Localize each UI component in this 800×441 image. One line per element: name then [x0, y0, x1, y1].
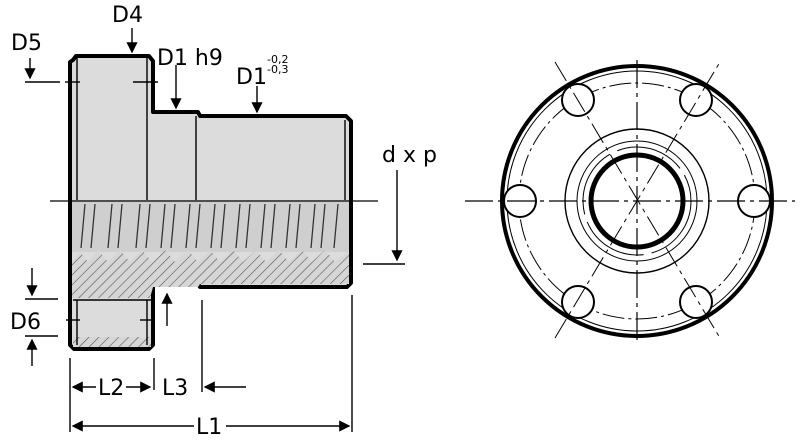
label-d4: D4 — [112, 3, 143, 28]
inner-lines — [73, 58, 346, 345]
bolt-hole — [679, 285, 713, 319]
label-d1-h9: D1 h9 — [157, 46, 223, 71]
label-dxp: d x p — [382, 143, 437, 168]
side-view: D5 D4 D1 h9 D1 -0,2 -0,3 d x p D6 L2 L3 — [10, 3, 437, 440]
thread-section — [72, 200, 349, 252]
label-d5: D5 — [11, 31, 42, 56]
bolt-hole — [679, 83, 713, 117]
bore-d6 — [73, 300, 151, 337]
label-d1-tol-upper: -0,2 — [267, 53, 288, 66]
hatched-flange-bottom — [73, 337, 151, 347]
label-d1-tol-lower: -0,3 — [267, 63, 288, 76]
label-d1-tol: D1 — [236, 65, 267, 90]
thread-teeth — [80, 203, 339, 249]
label-d6: D6 — [10, 310, 41, 335]
label-l3: L3 — [162, 376, 188, 401]
label-l2: L2 — [98, 376, 124, 401]
front-view — [465, 60, 795, 345]
label-l1: L1 — [196, 415, 222, 440]
hatched-section — [72, 250, 349, 298]
bolt-hole — [561, 285, 595, 319]
